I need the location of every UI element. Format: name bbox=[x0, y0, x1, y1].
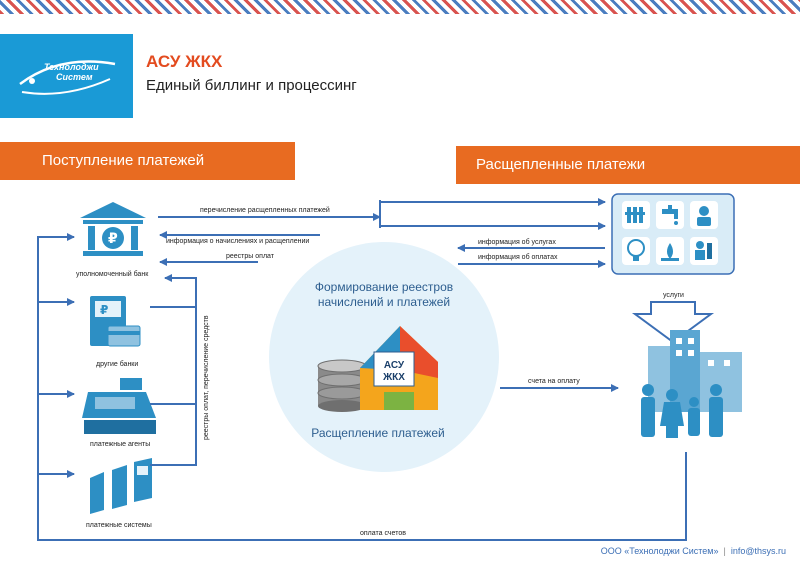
svg-text:₽: ₽ bbox=[108, 231, 118, 247]
label-other-banks: другие банки bbox=[96, 360, 138, 368]
gas-flame-icon bbox=[661, 243, 679, 261]
label-invoices: счета на оплату bbox=[528, 378, 580, 385]
footer-email[interactable]: info@thsys.ru bbox=[730, 546, 786, 556]
label-services: услуги bbox=[663, 292, 684, 299]
center-top-line1: Формирование реестров bbox=[315, 280, 453, 294]
company-logo: Технолоджи Систем bbox=[0, 34, 133, 118]
house-puzzle-icon: АСУ ЖКХ bbox=[360, 326, 438, 410]
page-subtitle: Единый биллинг и процессинг bbox=[146, 77, 357, 94]
payment-loop-line bbox=[37, 233, 687, 541]
radiator-icon bbox=[625, 207, 645, 223]
logo-swoosh-icon bbox=[19, 60, 116, 95]
page-title: АСУ ЖКХ bbox=[146, 52, 223, 71]
label-payment-of-invoices: оплата счетов bbox=[360, 530, 406, 537]
decorative-stripe bbox=[0, 0, 800, 14]
services-down-arrow-icon bbox=[631, 301, 715, 344]
center-bottom-label: Расщепление платежей bbox=[311, 426, 444, 440]
label-agents: платежные агенты bbox=[90, 441, 150, 448]
label-registers: реестры оплат bbox=[226, 253, 275, 260]
svg-text:₽: ₽ bbox=[100, 303, 108, 317]
family-icon bbox=[641, 384, 723, 438]
label-transfer-split: перечисление расщепленных платежей bbox=[200, 206, 330, 214]
bank-icon: ₽ bbox=[80, 202, 146, 256]
database-icon bbox=[317, 359, 367, 412]
label-bank: уполномоченный банк bbox=[76, 270, 149, 278]
svg-text:АСУ: АСУ bbox=[384, 360, 405, 371]
band-split-payments: Расщепленные платежи bbox=[456, 146, 800, 184]
svg-text:ЖКХ: ЖКХ bbox=[382, 372, 405, 383]
electrician-icon bbox=[695, 241, 712, 260]
label-info-services: информация об услугах bbox=[478, 238, 556, 246]
light-bulb-icon bbox=[627, 239, 645, 261]
footer-company: ООО «Технолоджи Систем» bbox=[600, 546, 719, 556]
utility-services-panel bbox=[611, 193, 735, 275]
atm-icon: ₽ bbox=[90, 296, 141, 347]
band-incoming-payments: Поступление платежей bbox=[0, 142, 295, 180]
footer-separator: | bbox=[723, 546, 726, 556]
label-registers-vertical: реестры оплат, перечисление средств bbox=[203, 315, 210, 440]
payment-terminals-icon bbox=[90, 458, 152, 514]
residents-buildings-icon bbox=[641, 330, 742, 438]
label-info-payments: информация об оплатах bbox=[478, 253, 558, 261]
footer: ООО «Технолоджи Систем» | info@thsys.ru bbox=[601, 546, 786, 556]
flow-lines bbox=[37, 198, 687, 541]
label-info-accruals: информация о начислениях и расщеплении bbox=[166, 238, 309, 245]
plumber-icon bbox=[697, 206, 711, 226]
label-systems: платежные системы bbox=[86, 522, 152, 529]
center-top-line2: начислений и платежей bbox=[318, 295, 450, 309]
logo-text: Технолоджи Систем bbox=[44, 62, 99, 82]
registers-vertical-line bbox=[150, 274, 197, 466]
water-tap-icon bbox=[662, 205, 678, 225]
cash-register-icon bbox=[82, 378, 156, 434]
